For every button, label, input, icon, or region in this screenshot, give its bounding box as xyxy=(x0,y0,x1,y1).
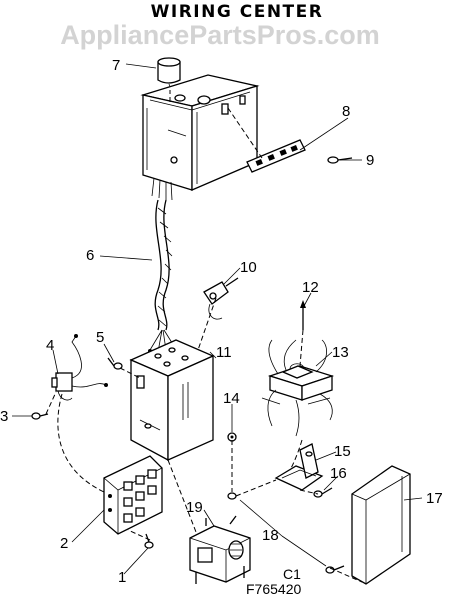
part-11-lower-box xyxy=(129,339,215,462)
part-5-screw xyxy=(107,357,123,370)
callout-1: 1 xyxy=(118,569,126,586)
diagram-title: WIRING CENTER xyxy=(151,2,324,22)
callout-8: 8 xyxy=(342,103,350,120)
part-1-screw xyxy=(144,533,154,549)
callout-9: 9 xyxy=(366,152,374,169)
part-3-screw xyxy=(31,412,49,420)
callout-10: 10 xyxy=(240,259,257,276)
callout-5: 5 xyxy=(96,329,104,346)
part-16-screw xyxy=(313,487,333,498)
part-2-terminal-block xyxy=(103,455,163,535)
upper-housing xyxy=(140,74,260,191)
part-14-nut xyxy=(227,432,237,442)
callout-19: 19 xyxy=(186,499,203,516)
callout-11: 11 xyxy=(216,344,232,361)
callout-2: 2 xyxy=(60,535,68,552)
assembly-dashed-lines xyxy=(45,90,363,583)
part-6-wire-harness xyxy=(148,177,177,355)
watermark: AppliancePartsPros.com xyxy=(60,20,380,50)
callout-12: 12 xyxy=(302,279,319,296)
callout-17: 17 xyxy=(426,490,443,507)
callout-15: 15 xyxy=(334,443,351,460)
part-17-cover xyxy=(351,465,411,585)
part-9-screw xyxy=(327,156,353,164)
callout-14: 14 xyxy=(223,390,240,407)
part-8-terminal-strip xyxy=(246,139,306,173)
diagram-code: F765420 xyxy=(246,581,301,597)
callout-18: 18 xyxy=(262,527,279,544)
part-13-transformer xyxy=(261,339,335,437)
callout-13: 13 xyxy=(332,344,349,361)
callout-4: 4 xyxy=(46,337,54,354)
part-12-screw xyxy=(300,300,306,330)
callout-6: 6 xyxy=(86,247,94,264)
part-10-plug xyxy=(203,277,239,320)
callout-16: 16 xyxy=(330,465,347,482)
callout-3: 3 xyxy=(0,408,8,425)
section-label: C1 xyxy=(283,566,301,582)
callout-7: 7 xyxy=(112,57,120,74)
part-15-bracket xyxy=(274,443,324,491)
callout-labels: 1 2 3 4 5 6 7 8 9 10 11 12 13 14 15 16 1… xyxy=(0,57,443,586)
callout-leaders xyxy=(12,63,423,575)
part-7-connector xyxy=(157,57,181,101)
part-19-relay xyxy=(189,515,251,584)
part-4-switch xyxy=(51,334,108,401)
